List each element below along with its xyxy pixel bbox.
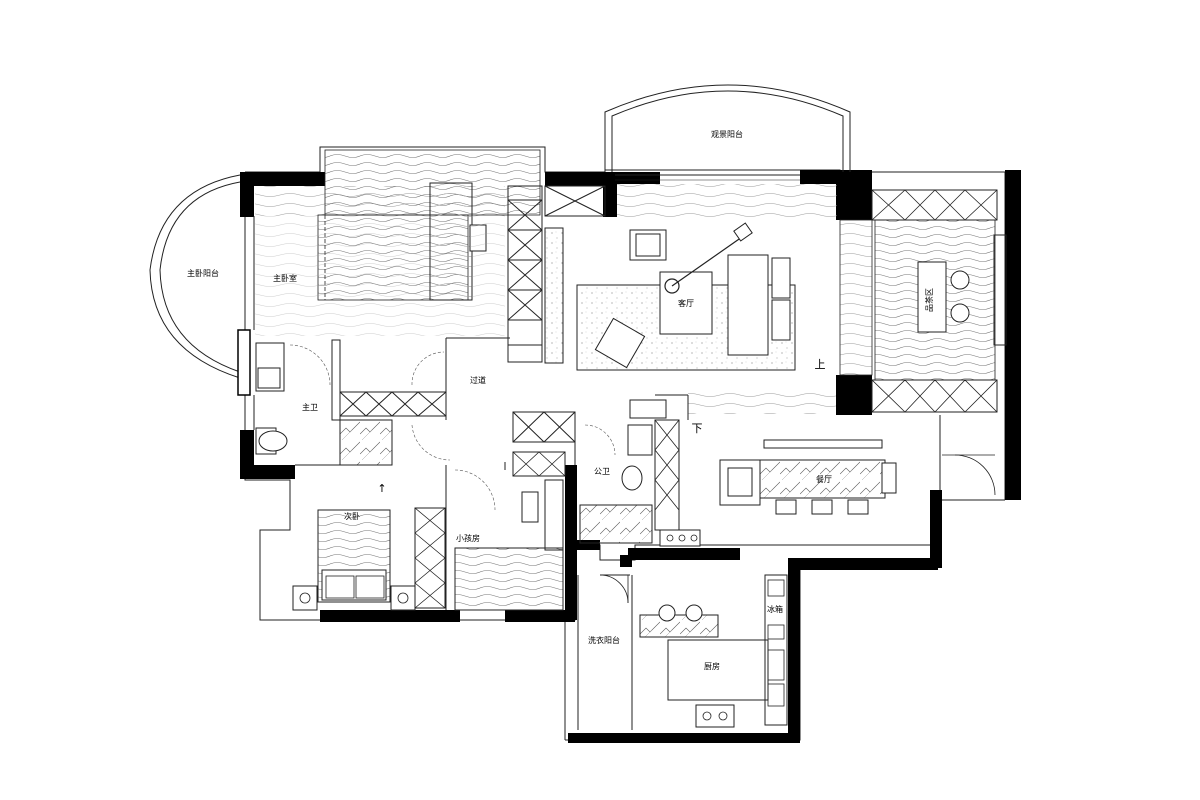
label-kitchen: 厨房: [704, 661, 720, 671]
label-living-balcony: 观景阳台: [711, 129, 743, 139]
tea-room: 品茶区: [871, 189, 1007, 413]
small-bedroom: 小孩房: [454, 451, 566, 611]
label-corridor: 过道: [470, 375, 486, 385]
public-bath: 公卫: [579, 399, 701, 547]
label-dining-room: 餐厅: [816, 475, 832, 484]
label-small-bedroom: 小孩房: [456, 533, 480, 543]
label-tea-room: 品茶区: [924, 288, 934, 312]
interior-lines: [253, 216, 941, 620]
wardrobe-column: [507, 185, 606, 364]
svg-text:↑: ↑: [377, 482, 386, 495]
master-bedroom: 主卧室: [255, 149, 541, 336]
stair-mark-up: 上: [815, 358, 826, 371]
label-master-balcony: 主卧阳台: [187, 268, 219, 278]
label-fridge: 冰箱: [767, 604, 783, 614]
master-bath: 主卫: [255, 339, 393, 466]
living-balcony: 观景阳台: [604, 84, 851, 181]
walls: [240, 170, 1021, 743]
stair-mark-down: 下: [692, 422, 703, 435]
kitchen: 厨房 冰箱: [631, 574, 788, 730]
label-public-bath: 公卫: [594, 467, 610, 476]
label-living-room: 客厅: [678, 298, 694, 308]
label-master-bath: 主卫: [302, 402, 318, 412]
label-laundry-balcony: 洗衣阳台: [588, 635, 620, 645]
label-master-bedroom: 主卧室: [273, 273, 297, 283]
label-second-bedroom: 次卧: [344, 511, 360, 521]
laundry-balcony: 洗衣阳台: [577, 574, 630, 730]
master-balcony: 主卧阳台: [149, 174, 251, 396]
dining-room: 餐厅 下: [688, 392, 996, 515]
living-room: 客厅 上: [576, 184, 873, 376]
corridor: 过道: [411, 337, 510, 461]
second-bedroom: 次卧 ↑: [292, 482, 446, 611]
